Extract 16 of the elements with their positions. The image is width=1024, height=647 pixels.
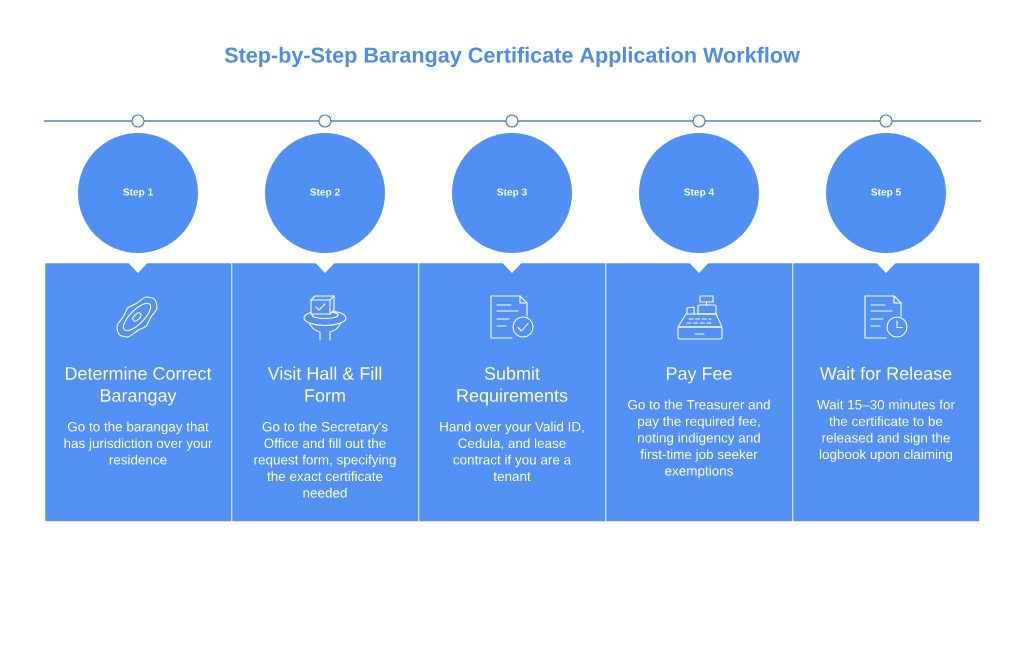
card-text: Hand over your Valid ID, Cedula, and lease contract if you are a tenant [440, 421, 584, 482]
step-card [793, 263, 980, 522]
card-text: Wait 15–30 minutes for the certificate to be released and sign the logbook upon claiming [817, 399, 955, 462]
card-text: Go to the Secretary's Office and fill out the request form, specifying the exact certificate needed [254, 421, 396, 498]
card-heading: Determine Correct Barangay [65, 366, 212, 406]
step-card [232, 263, 419, 522]
card-heading: Wait for Release [819, 366, 952, 380]
card-text: Go to the Treasurer and pay the required fee, noting indigency and first-time job seeker exemptions [628, 399, 770, 479]
card-heading: Submit Requirements [457, 366, 568, 406]
card-heading: Pay Fee [666, 367, 732, 384]
step-card [606, 263, 793, 522]
step-card [419, 263, 606, 522]
card-heading: Visit Hall & Fill Form [267, 366, 382, 402]
step-card [45, 263, 232, 522]
title: Step-by-Step Barangay Certificate Application Workflow [224, 46, 800, 68]
card-text: Go to the barangay that has jurisdiction over your residence [64, 421, 213, 465]
